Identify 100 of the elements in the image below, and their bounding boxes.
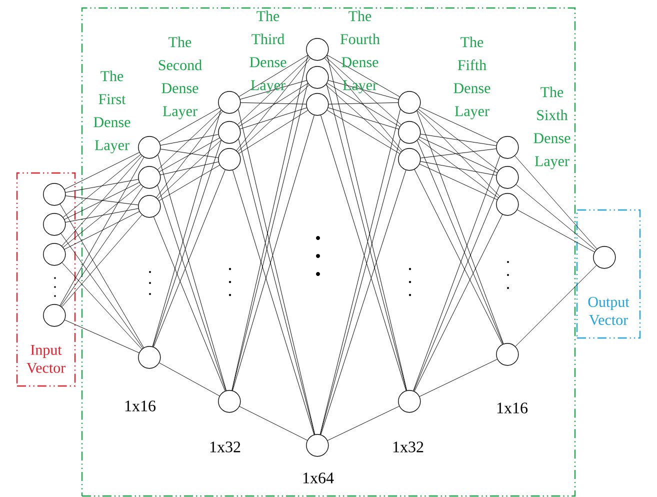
connection-line [64,320,140,354]
layer-size: 1x16 [497,402,528,414]
neuron-circle [398,91,421,114]
input-box: Input Vector [16,172,76,387]
neuron-circle [138,346,161,369]
connection-line [419,359,498,397]
connection-line [153,216,226,392]
connection-line [160,148,218,158]
connection-line [236,58,311,151]
neuron-circle [138,136,161,159]
connection-line [65,196,138,206]
layer-title: The First Dense Layer [94,70,130,154]
connection-line [238,110,308,154]
connection-line [515,265,597,347]
neuron-circle [496,166,519,189]
connection-line [65,179,138,193]
neuron-circle [496,136,519,159]
connection-line [326,56,402,126]
connection-line [326,82,400,127]
connection-line [420,161,496,176]
neuron-circle [398,121,421,144]
layers-frame [81,7,576,497]
connection-line [420,134,496,146]
connection-line [418,109,499,171]
connection-line [65,208,138,223]
connection-line [320,114,406,391]
connection-line [328,107,399,130]
connection-line [414,214,503,392]
connection-line [157,110,222,170]
neuron-circle [306,38,329,61]
connection-line [516,184,596,250]
connection-line [159,138,220,172]
connection-line [320,170,406,435]
connection-line [417,110,500,196]
connection-line [326,54,400,97]
connection-line [238,83,308,127]
connection-line [419,106,498,143]
neuron-circle [218,121,241,144]
neuron-circle [43,183,66,206]
neuron-circle [138,166,161,189]
connection-line [240,108,307,130]
connection-line [517,210,595,252]
connection-line [158,164,220,201]
connection-line [62,154,141,218]
connection-line [62,214,142,308]
connection-line [159,362,220,396]
neuron-circle [218,91,241,114]
layer-size: 1x16 [125,400,156,412]
connection-line [156,111,223,198]
connection-line [160,162,219,176]
connection-line [324,58,402,151]
connection-line [240,102,306,104]
layer-size: 1x32 [210,442,240,452]
neuron-circle [398,148,421,171]
neuron-circle [218,148,241,171]
connection-line [414,169,503,344]
neuron-circle [306,66,329,89]
layer-title: The Fifth Dense Layer [454,36,490,120]
neuron-circle [43,304,66,327]
connection-line [327,406,400,441]
layer-title: The Sixth Dense Layer [534,86,570,170]
connection-line [64,211,140,250]
connection-line [157,140,222,199]
connection-line [64,152,140,190]
connection-line [60,157,144,306]
connection-line [62,184,141,248]
connection-line [419,164,498,200]
neuron-circle [398,390,421,413]
connection-line [62,156,142,246]
neuron-circle [138,195,161,218]
neuron-circle [306,93,329,116]
connection-line [418,138,498,198]
connection-line [64,182,140,220]
connection-line [237,56,310,125]
neuron-circle [306,434,329,457]
connection-line [60,233,144,348]
neuron-circle [496,343,519,366]
neuron-circle [43,243,66,266]
neuron-circle [43,213,66,236]
connection-line [160,134,218,146]
connection-line [232,170,314,435]
neuron-circle [218,390,241,413]
connection-line [514,156,598,250]
connection-line [60,204,144,348]
connection-line [237,84,310,152]
output-box: Output Vector [576,209,641,339]
neuron-circle [496,193,519,216]
layer-size: 1x64 [303,472,334,484]
connection-line [62,262,142,350]
layer-size: 1x32 [393,442,424,452]
connection-line [239,406,308,441]
connection-line [419,136,498,173]
connection-line [328,102,398,104]
layer-title: The Second Dense Layer [158,36,202,120]
connection-line [153,170,226,348]
connection-line [60,186,144,306]
connection-line [326,110,400,154]
neuron-circle [593,246,616,269]
connection-line [232,115,314,391]
connection-line [238,55,308,97]
